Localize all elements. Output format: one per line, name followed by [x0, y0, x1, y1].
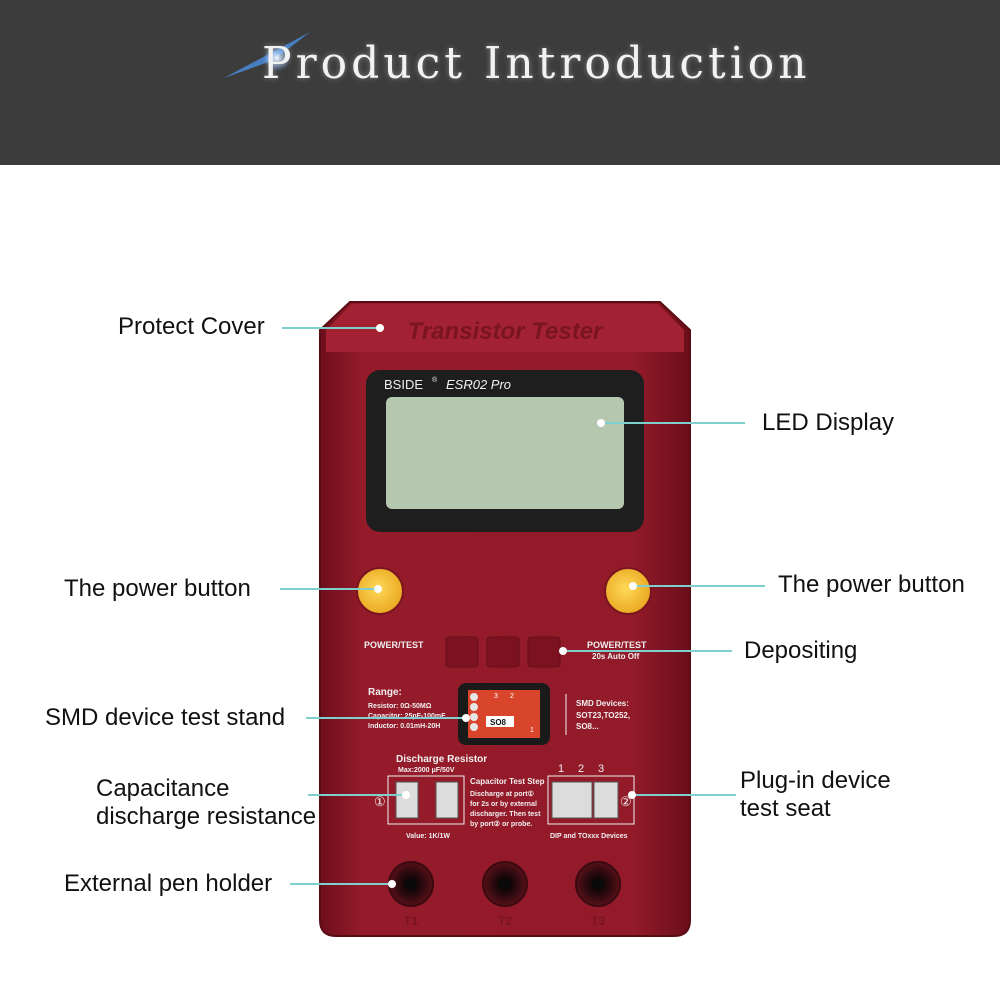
callout-power-button-right: The power button	[778, 571, 965, 598]
discharge-socket[interactable]	[395, 781, 419, 819]
smd-so8-label: SO8	[490, 718, 507, 727]
callout-pen-holder: External pen holder	[64, 870, 273, 897]
smd-pad-number: 2	[510, 693, 514, 700]
jack-hole	[592, 878, 604, 890]
cap-step-line: Discharge at port①	[470, 790, 534, 798]
port-2-marker: ②	[620, 794, 632, 809]
smd-pad	[470, 693, 478, 701]
leader-dot	[628, 791, 636, 799]
cap-step-title: Capacitor Test Step	[470, 777, 545, 786]
cap-step-line: for 2s or by external	[470, 801, 537, 808]
depositing-slot-3	[527, 636, 561, 668]
jack-label: T2	[498, 914, 512, 928]
cap-step-line: by port② or probe.	[470, 820, 532, 828]
smd-so8-box	[486, 716, 514, 727]
leader-dot	[629, 582, 637, 590]
callout-power-button-left: The power button	[64, 575, 251, 602]
power-test-label-left: POWER/TEST	[364, 640, 424, 650]
callout-smd-stand: SMD device test stand	[45, 704, 286, 731]
callout-cap-discharge-line1: Capacitance	[96, 775, 230, 802]
range-line: Capacitor: 25pF-100mF	[368, 713, 446, 720]
range-title: Range:	[368, 687, 402, 698]
dip-frame	[547, 775, 635, 825]
protect-cover[interactable]	[326, 304, 684, 352]
brand-name: BSIDE	[384, 377, 423, 392]
led-display	[386, 397, 624, 509]
discharge-title: Discharge Resistor	[396, 754, 487, 765]
smd-devices-title: SMD Devices:	[576, 699, 629, 708]
callout-cap-discharge-line2: discharge resistance	[96, 803, 317, 830]
callout-protect-cover: Protect Cover	[118, 313, 265, 340]
jack-hole	[499, 878, 511, 890]
jack-label: T1	[404, 914, 418, 928]
depositing-slot-2	[486, 636, 520, 668]
leader-lines	[280, 324, 765, 888]
leader-dot	[376, 324, 384, 332]
leader-dot	[559, 647, 567, 655]
leader-dot	[374, 585, 382, 593]
leader-dot	[402, 791, 410, 799]
depositing-slot-1	[445, 636, 479, 668]
range-line: Inductor: 0.01mH-20H	[368, 723, 440, 730]
range-line: Resistor: 0Ω-50MΩ	[368, 703, 432, 710]
leader-dot	[388, 880, 396, 888]
power-test-label-right: POWER/TEST	[587, 640, 647, 650]
callout-depositing: Depositing	[744, 637, 858, 664]
cap-step-line: discharger. Then test	[470, 811, 541, 818]
auto-off-label: 20s Auto Off	[592, 652, 640, 661]
dip-number: 1	[558, 763, 564, 775]
brand-mark: ®	[432, 376, 438, 384]
header-banner: Product Introduction	[0, 0, 1000, 165]
leader-dot	[597, 419, 605, 427]
cover-embossed-text: Transistor Tester	[408, 318, 604, 345]
jack-hole	[405, 878, 417, 890]
dip-socket[interactable]	[551, 781, 593, 819]
dip-socket[interactable]	[593, 781, 619, 819]
jack-label: T3	[591, 914, 605, 928]
smd-pad-number: 1	[530, 727, 534, 734]
dip-number: 2	[578, 763, 584, 775]
smd-pad	[470, 713, 478, 721]
model-name: ESR02 Pro	[446, 377, 511, 392]
dip-label: DIP and TOxxx Devices	[550, 833, 628, 840]
light-flare-icon	[224, 32, 310, 78]
power-button-right[interactable]	[604, 567, 652, 615]
discharge-socket[interactable]	[435, 781, 459, 819]
dip-number: 3	[598, 763, 604, 775]
discharge-rating: Max:2000 μF/50V	[398, 767, 455, 774]
smd-pad-board	[468, 690, 540, 738]
smd-pad-number: 3	[494, 693, 498, 700]
banner-title: Product Introduction	[262, 38, 811, 89]
smd-pad	[470, 703, 478, 711]
callout-plugin-line1: Plug-in device	[740, 767, 891, 794]
leader-dot	[462, 714, 470, 722]
smd-devices-line: SO8...	[576, 722, 599, 731]
discharge-value: Value: 1K/1W	[406, 833, 450, 840]
smd-pad	[470, 723, 478, 731]
discharge-frame	[387, 775, 465, 825]
smd-devices-line: SOT23,TO252,	[576, 711, 630, 720]
callout-plugin-line2: test seat	[740, 795, 831, 822]
port-1-marker: ①	[374, 794, 386, 809]
callout-led-display: LED Display	[762, 409, 895, 436]
